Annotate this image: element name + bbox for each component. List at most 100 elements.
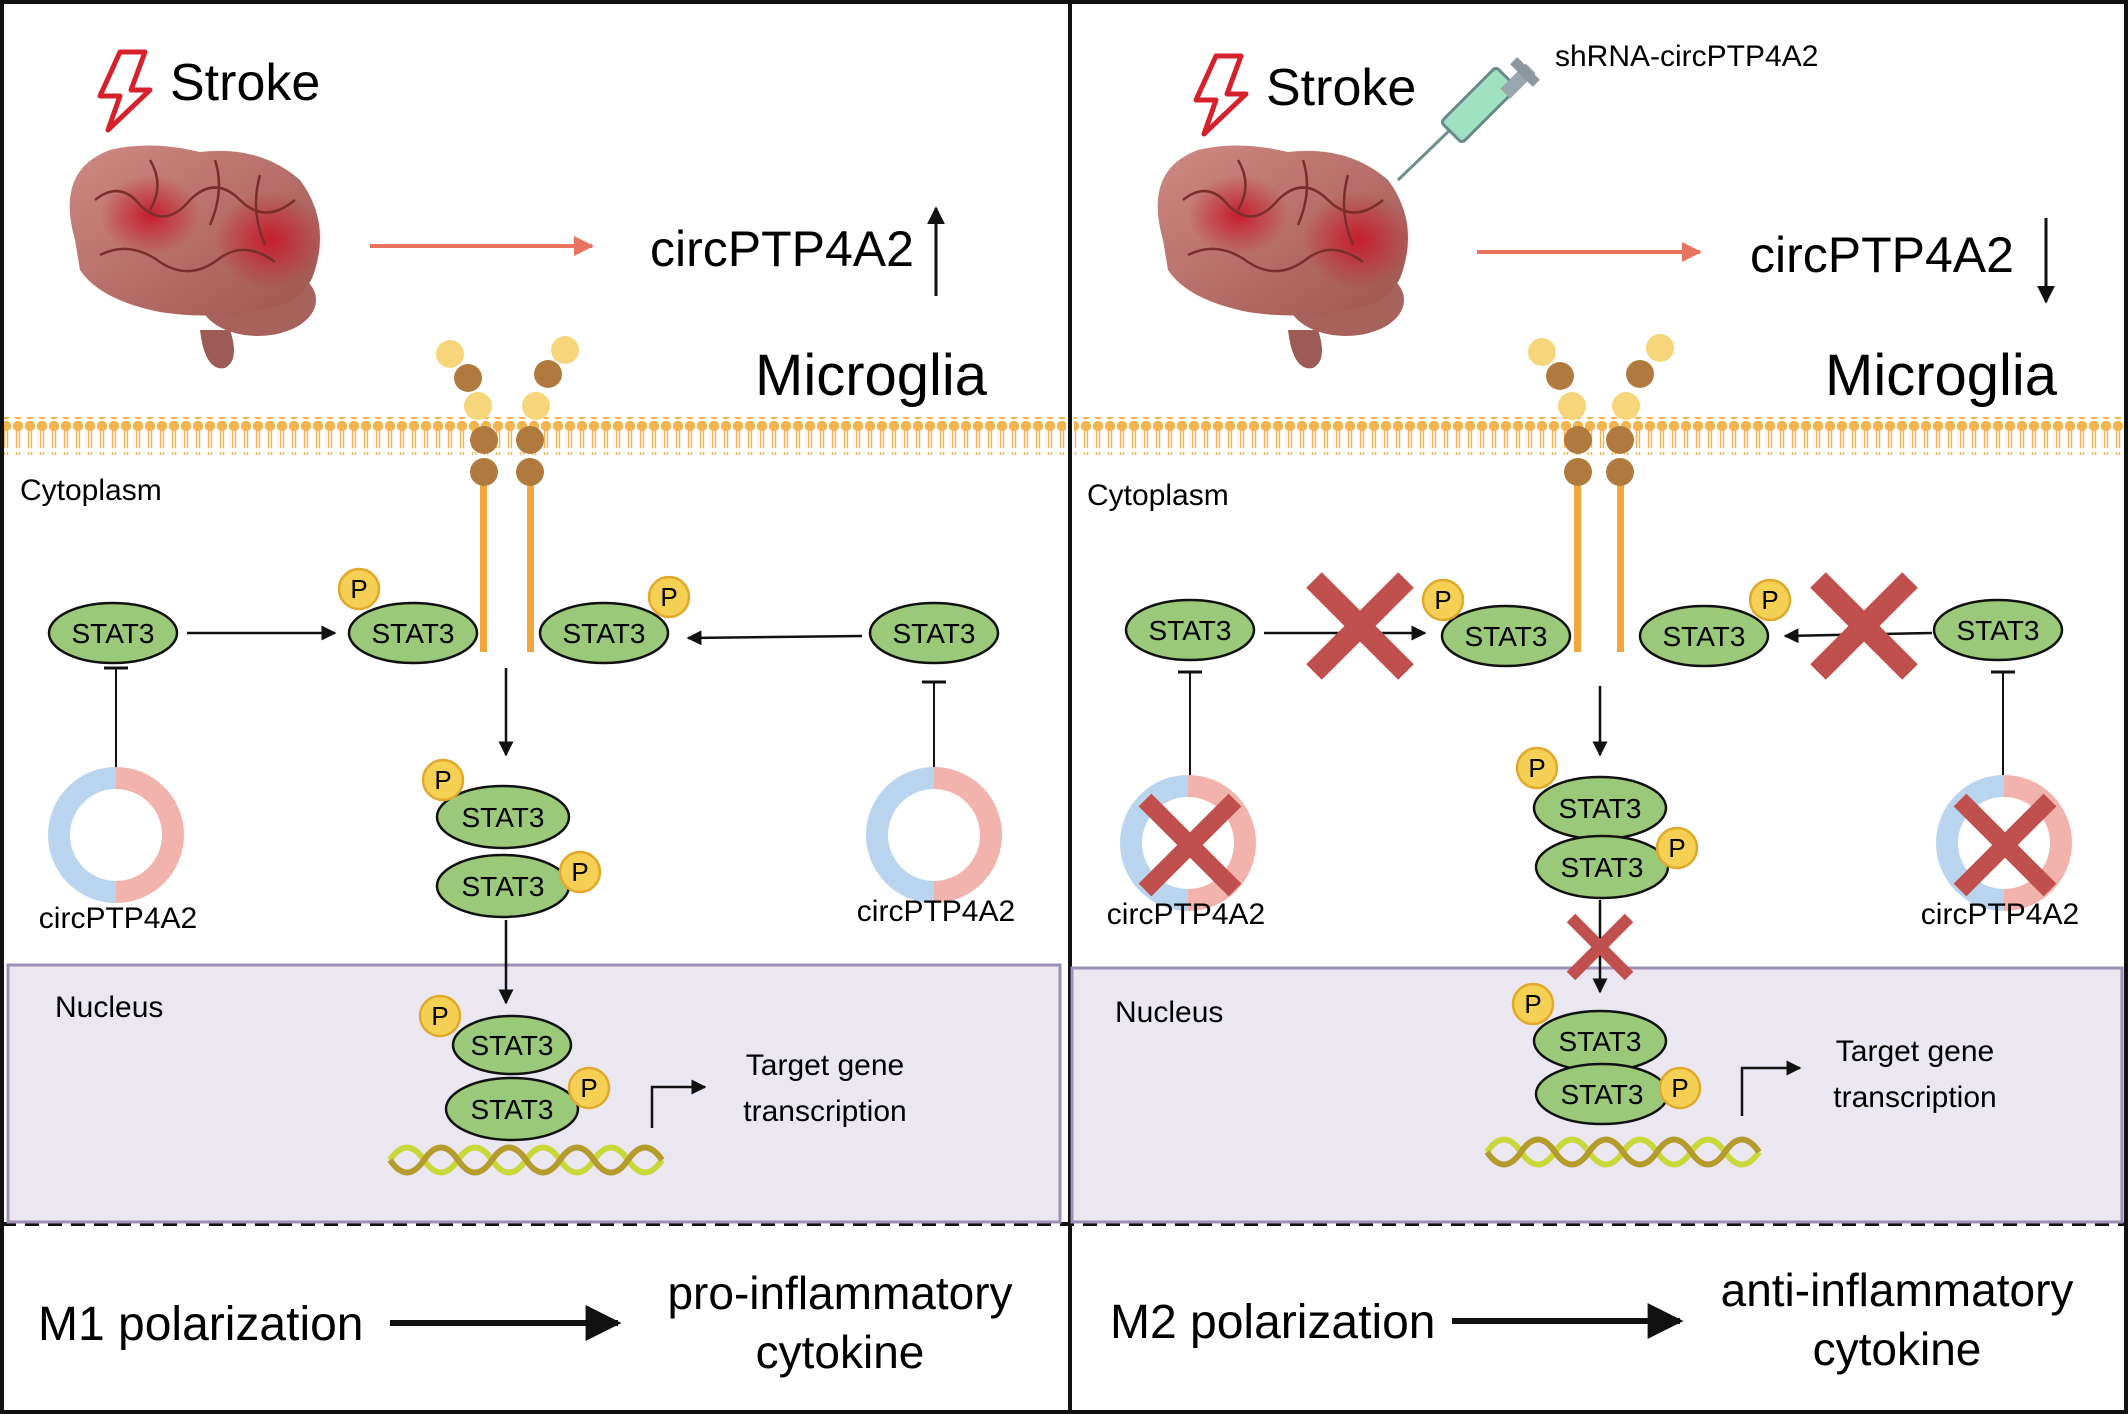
cytoplasm-label: Cytoplasm: [1087, 479, 1229, 512]
circrna-icon: [866, 767, 1002, 903]
phosphate-icon: [337, 567, 381, 611]
circptp4a2-level-label: circPTP4A2: [650, 221, 914, 277]
phosphate-icon: [567, 1066, 611, 1110]
circrna-icon: [1120, 775, 1256, 911]
pro-inflammatory-label: pro-inflammatory: [667, 1267, 1012, 1319]
circptp4a2-label: circPTP4A2: [857, 895, 1015, 928]
microglia-label: Microglia: [1825, 343, 2058, 408]
stat3-dimer: STAT3 STAT3 P P: [1515, 746, 1699, 900]
circptp4a2-label: circPTP4A2: [1107, 898, 1265, 931]
phospho-stat3-node-mid-left: STAT3 P: [337, 567, 479, 665]
phosphate-label: P: [580, 1073, 597, 1103]
phosphate-label: P: [1434, 585, 1451, 615]
phosphate-icon: [418, 994, 462, 1038]
circptp4a2-label: circPTP4A2: [39, 902, 197, 935]
brain-icon: [69, 145, 325, 369]
stroke-label: Stroke: [170, 54, 320, 112]
phosphorylation-arrow: [686, 630, 863, 646]
phosphate-label: P: [660, 582, 677, 612]
cell-membrane: [1074, 417, 2124, 455]
phosphate-label: P: [434, 765, 451, 795]
anti-inflammatory-label: anti-inflammatory: [1721, 1264, 2074, 1316]
cytokine-label: cytokine: [1813, 1323, 1982, 1375]
nuclear-stat3-dimer: STAT3 STAT3 P P: [418, 994, 611, 1142]
stat3-node-right: STAT3: [868, 601, 1000, 665]
stat3-label: STAT3: [893, 618, 976, 649]
phosphate-icon: [421, 758, 465, 802]
nuclear-stat3-dimer: STAT3 STAT3 P P: [1511, 982, 1702, 1126]
target-gene-label: Target gene: [746, 1049, 904, 1082]
stat3-label: STAT3: [471, 1094, 554, 1125]
stat3-label: STAT3: [462, 871, 545, 902]
stat3-label: STAT3: [563, 618, 646, 649]
stat3-label: STAT3: [1559, 1026, 1642, 1057]
stat3-dimer: STAT3 STAT3 P P: [421, 758, 602, 919]
receptor-icon: [1528, 334, 1674, 652]
right-panel: Nucleus Stroke shRNA-circPTP4A2 circPTP4…: [1070, 40, 2124, 1375]
target-gene-label: Target gene: [1836, 1035, 1994, 1068]
phosphate-label: P: [1524, 989, 1541, 1019]
stat3-label: STAT3: [1561, 852, 1644, 883]
phosphate-icon: [1511, 982, 1555, 1026]
inhibition-x-icon: [1566, 913, 1634, 981]
shrna-label: shRNA-circPTP4A2: [1555, 40, 1818, 73]
phosphate-label: P: [431, 1001, 448, 1031]
nucleus-label: Nucleus: [1115, 996, 1223, 1029]
dna-icon: [387, 1144, 665, 1176]
phosphate-label: P: [1761, 585, 1778, 615]
cytoplasm-label: Cytoplasm: [20, 474, 162, 507]
m2-polarization-label: M2 polarization: [1110, 1296, 1436, 1349]
stat3-label: STAT3: [1957, 615, 2040, 646]
nucleus-label: Nucleus: [55, 991, 163, 1024]
phosphate-icon: [1421, 578, 1465, 622]
stat3-label: STAT3: [1663, 621, 1746, 652]
stat3-label: STAT3: [1561, 1079, 1644, 1110]
stat3-label: STAT3: [471, 1030, 554, 1061]
stat3-node-left: STAT3: [47, 601, 179, 665]
phospho-stat3-node-mid-right: STAT3 P: [1638, 578, 1792, 668]
left-panel: Nucleus Stroke circPTP4A2 Microglia Cyto…: [4, 49, 1066, 1378]
phosphate-label: P: [1671, 1073, 1688, 1103]
phospho-stat3-node-mid-right: STAT3 P: [538, 575, 691, 665]
inhibition-x-icon: [1138, 793, 1242, 897]
lightning-icon: [97, 49, 153, 133]
circrna-icon: [48, 767, 184, 903]
transcription-label: transcription: [1833, 1081, 1996, 1114]
circptp4a2-label: circPTP4A2: [1921, 898, 2079, 931]
inhibition-x-icon: [1810, 572, 1918, 680]
inhibition-x-icon: [1306, 572, 1414, 680]
stat3-node-right: STAT3: [1932, 598, 2064, 662]
transcription-arrow: [1740, 1060, 1802, 1116]
stat3-label: STAT3: [372, 618, 455, 649]
syringe-icon: [1396, 57, 1540, 182]
stroke-label: Stroke: [1266, 59, 1416, 117]
phosphate-label: P: [350, 574, 367, 604]
phosphate-icon: [1655, 826, 1699, 870]
cytokine-label: cytokine: [756, 1326, 925, 1378]
phospho-stat3-node-mid-left: STAT3 P: [1421, 578, 1572, 668]
stat3-label: STAT3: [1559, 793, 1642, 824]
phosphate-icon: [558, 850, 602, 894]
lightning-icon: [1193, 53, 1249, 137]
phosphate-label: P: [1528, 753, 1545, 783]
brain-icon: [1157, 145, 1413, 369]
dna-icon: [1484, 1136, 1762, 1168]
stat3-node-left: STAT3: [1124, 598, 1256, 662]
phosphate-icon: [1658, 1066, 1702, 1110]
stat3-label: STAT3: [462, 802, 545, 833]
phosphate-label: P: [1668, 833, 1685, 863]
phosphate-icon: [1748, 578, 1792, 622]
stat3-label: STAT3: [1465, 621, 1548, 652]
phosphate-label: P: [571, 857, 588, 887]
circptp4a2-level-label: circPTP4A2: [1750, 227, 2014, 283]
transcription-arrow: [650, 1079, 707, 1128]
m1-polarization-label: M1 polarization: [38, 1298, 364, 1351]
microglia-label: Microglia: [755, 343, 988, 408]
receptor-icon: [436, 336, 579, 652]
phosphate-icon: [1515, 746, 1559, 790]
circrna-icon: [1936, 775, 2072, 911]
inhibition-x-icon: [1953, 793, 2057, 897]
phosphate-icon: [647, 575, 691, 619]
